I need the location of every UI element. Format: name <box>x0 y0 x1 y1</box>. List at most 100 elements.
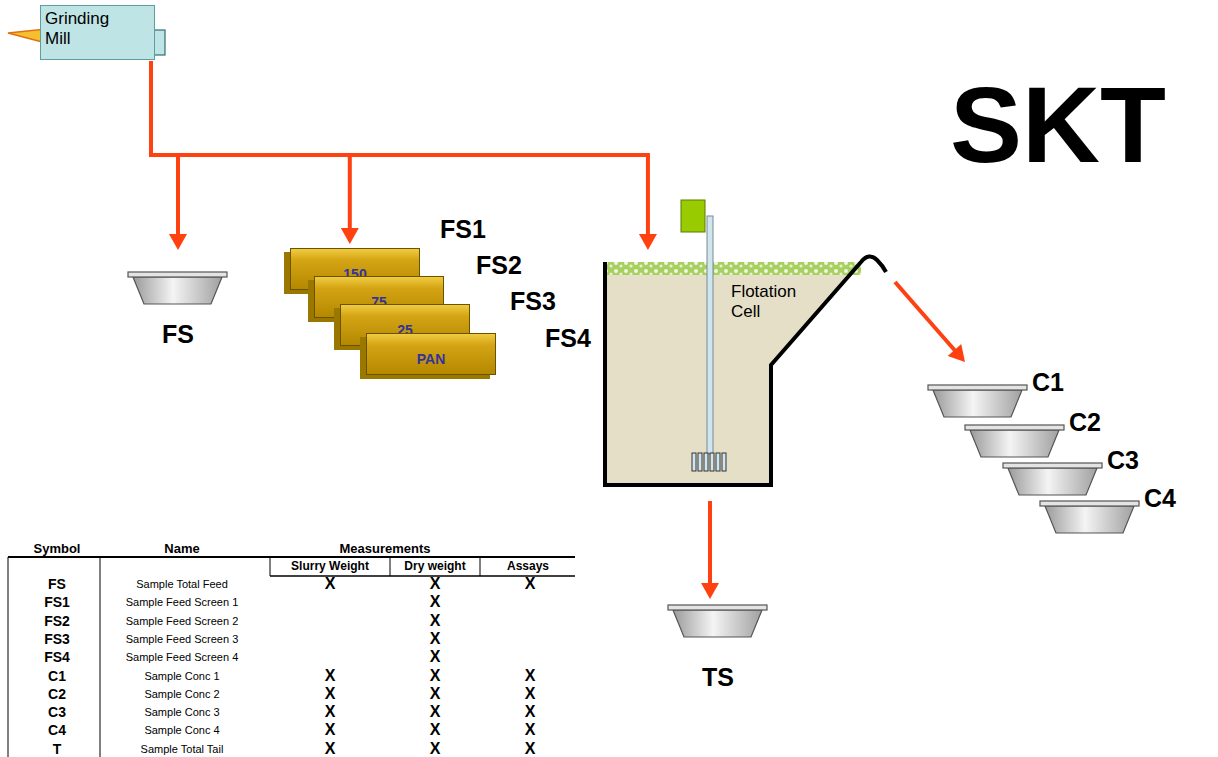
table-name: Sample Feed Screen 4 <box>126 651 239 663</box>
table-mark: X <box>430 648 441 666</box>
flow-line <box>708 501 712 585</box>
pan-rim <box>928 385 1027 390</box>
flow-arrow <box>701 501 719 599</box>
table-mark: X <box>325 740 336 757</box>
table-name: Sample Total Tail <box>141 743 224 755</box>
pan-rim <box>1040 501 1139 506</box>
table-mark: X <box>525 721 536 739</box>
table-mark: X <box>430 630 441 648</box>
grinding-mill: Grinding Mill <box>40 5 155 60</box>
screen-tag: FS3 <box>510 287 556 316</box>
table-name: Sample Conc 3 <box>144 706 219 718</box>
pan-shape <box>1003 463 1102 497</box>
table-name: Sample Total Feed <box>136 578 228 590</box>
pan-body <box>933 390 1022 417</box>
table-symbol: C3 <box>48 704 66 720</box>
pan-rim <box>1003 463 1102 468</box>
table-mark: X <box>525 575 536 593</box>
table-mark: X <box>525 740 536 757</box>
table-symbol: C1 <box>48 668 66 684</box>
table-symbol: C4 <box>48 722 66 738</box>
arrow-head <box>701 583 719 599</box>
sample-label: C3 <box>1107 446 1139 475</box>
cell-label: Flotation Cell <box>731 282 811 321</box>
froth-layer <box>606 262 861 275</box>
table-header: Dry weight <box>404 559 465 573</box>
table-mark: X <box>430 721 441 739</box>
table-name: Sample Feed Screen 3 <box>126 633 239 645</box>
pan-rim <box>965 425 1064 430</box>
sample-pan: C3 <box>1003 446 1143 498</box>
table-mark: X <box>525 685 536 703</box>
impeller <box>692 453 726 471</box>
cell-body <box>605 262 861 485</box>
pan-body <box>673 610 762 637</box>
table-mark: X <box>525 703 536 721</box>
table-mark: X <box>430 740 441 757</box>
table-symbol: FS <box>48 576 66 592</box>
impeller-blade <box>710 453 714 471</box>
sieve-pan: PAN <box>366 333 496 375</box>
pan-rim <box>668 605 767 610</box>
impeller-blade <box>716 453 720 471</box>
flotation-cell: Flotation Cell <box>603 260 891 487</box>
cell-wall <box>605 256 886 485</box>
flow-line <box>151 61 178 236</box>
diagram-title: SKT <box>950 62 1166 187</box>
table-name: Sample Feed Screen 2 <box>126 615 239 627</box>
sample-pan: C2 <box>965 408 1105 460</box>
table-symbol: T <box>53 741 62 757</box>
screen-label: PAN <box>417 341 446 367</box>
table-header: Measurements <box>339 541 430 556</box>
table-symbol: FS1 <box>44 594 70 610</box>
flow-arrow <box>151 61 359 244</box>
sample-label: C1 <box>1032 368 1064 397</box>
mill-label: Grinding Mill <box>41 6 129 51</box>
sample-label: TS <box>702 663 734 692</box>
sample-pan: C4 <box>1040 484 1180 536</box>
pan-shape <box>668 605 767 639</box>
impeller-blade <box>704 453 708 471</box>
pan-rim <box>128 272 227 277</box>
flow-arrow <box>895 282 965 362</box>
table-symbol: FS4 <box>44 649 70 665</box>
impeller-blade <box>692 453 696 471</box>
table-mark: X <box>525 667 536 685</box>
pan-shape <box>128 272 227 306</box>
pan-shape <box>965 425 1064 459</box>
table-header: Slurry Weight <box>291 559 369 573</box>
table-mark: X <box>430 667 441 685</box>
sample-pan: TS <box>668 605 768 700</box>
sample-pan: FS <box>128 270 228 354</box>
table-symbol: FS3 <box>44 631 70 647</box>
table-header: Assays <box>507 559 549 573</box>
sample-label: C2 <box>1069 408 1101 437</box>
sample-label: C4 <box>1144 484 1176 513</box>
table-name: Sample Conc 4 <box>144 724 219 736</box>
table-name: Sample Conc 1 <box>144 670 219 682</box>
screen-tag: FS4 <box>545 324 591 353</box>
table-mark: X <box>325 575 336 593</box>
impeller-blade <box>722 453 726 471</box>
table-header: Name <box>164 541 199 556</box>
pan-body <box>1008 468 1097 495</box>
flow-arrow <box>151 61 657 250</box>
table-mark: X <box>430 703 441 721</box>
table-header: Symbol <box>34 541 81 556</box>
table-mark: X <box>430 685 441 703</box>
sample-label: FS <box>162 320 194 349</box>
table-mark: X <box>325 703 336 721</box>
pan-shape <box>928 385 1027 419</box>
table-mark: X <box>325 685 336 703</box>
flow-line <box>895 282 956 351</box>
impeller-blade <box>698 453 702 471</box>
sample-pan: C1 <box>928 368 1068 420</box>
table-name: Sample Feed Screen 1 <box>126 596 239 608</box>
pan-shape <box>1040 501 1139 535</box>
flow-line <box>151 61 350 230</box>
table-symbol: C2 <box>48 686 66 702</box>
pan-body <box>970 430 1059 457</box>
table-mark: X <box>325 667 336 685</box>
agitator-motor <box>681 200 705 232</box>
